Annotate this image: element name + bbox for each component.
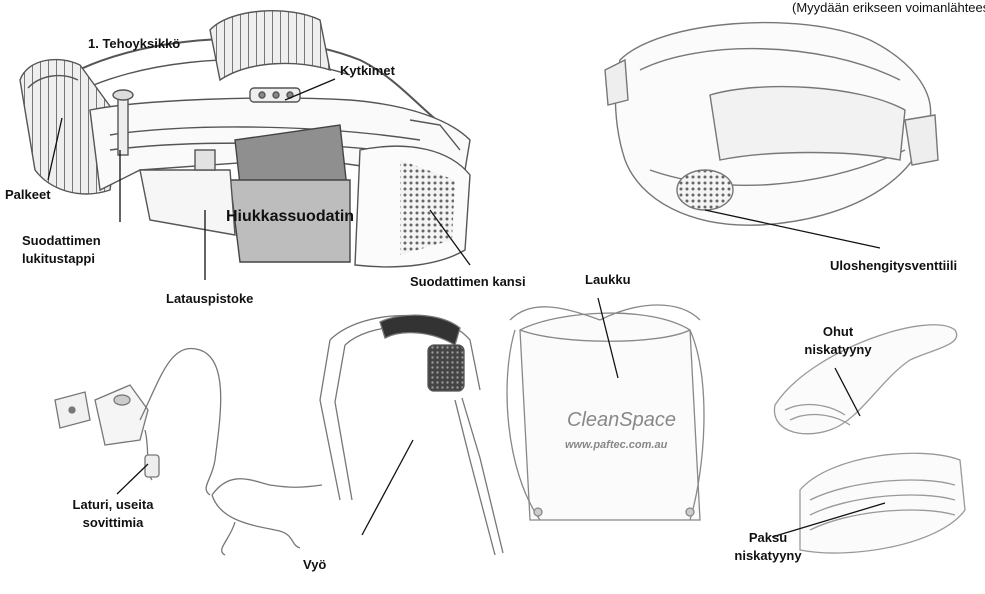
label-filter-cover: Suodattimen kansi [410,273,526,291]
label-switches: Kytkimet [340,62,395,80]
label-thick-neck-pad-line2: niskatyyny [730,547,806,565]
label-thick-neck-pad-line1: Paksu [730,529,806,547]
label-charger-line1: Laturi, useita [58,496,168,514]
label-filter-lock-pin-line1: Suodattimen [22,232,101,250]
sold-separately-note: (Myydään erikseen voimanlähteestä) [792,0,985,15]
label-thick-neck-pad: Paksu niskatyyny [730,529,806,565]
label-charging-plug: Latauspistoke [166,290,253,308]
label-filter-lock-pin: Suodattimen lukitustappi [22,232,101,268]
label-power-unit: 1. Tehoyksikkö [88,35,180,53]
label-bellows: Palkeet [5,186,51,204]
bag-url-print: www.paftec.com.au [565,439,668,451]
label-thin-neck-pad: Ohut niskatyyny [800,323,876,359]
label-charger: Laturi, useita sovittimia [58,496,168,532]
label-belt: Vyö [303,556,326,574]
label-exhale-valve: Uloshengitysventtiili [830,257,957,275]
label-thin-neck-pad-line1: Ohut [800,323,876,341]
mask-illustration [605,23,938,248]
label-particle-filter: Hiukkassuodatin [226,208,354,226]
label-filter-lock-pin-line2: lukitustappi [22,250,101,268]
label-bag: Laukku [585,271,631,289]
label-charger-line2: sovittimia [58,514,168,532]
bag-illustration: CleanSpace www.paftec.com.au [507,298,704,520]
label-thin-neck-pad-line2: niskatyyny [800,341,876,359]
bag-brand-print: CleanSpace [567,409,676,431]
belt-illustration [320,315,503,555]
